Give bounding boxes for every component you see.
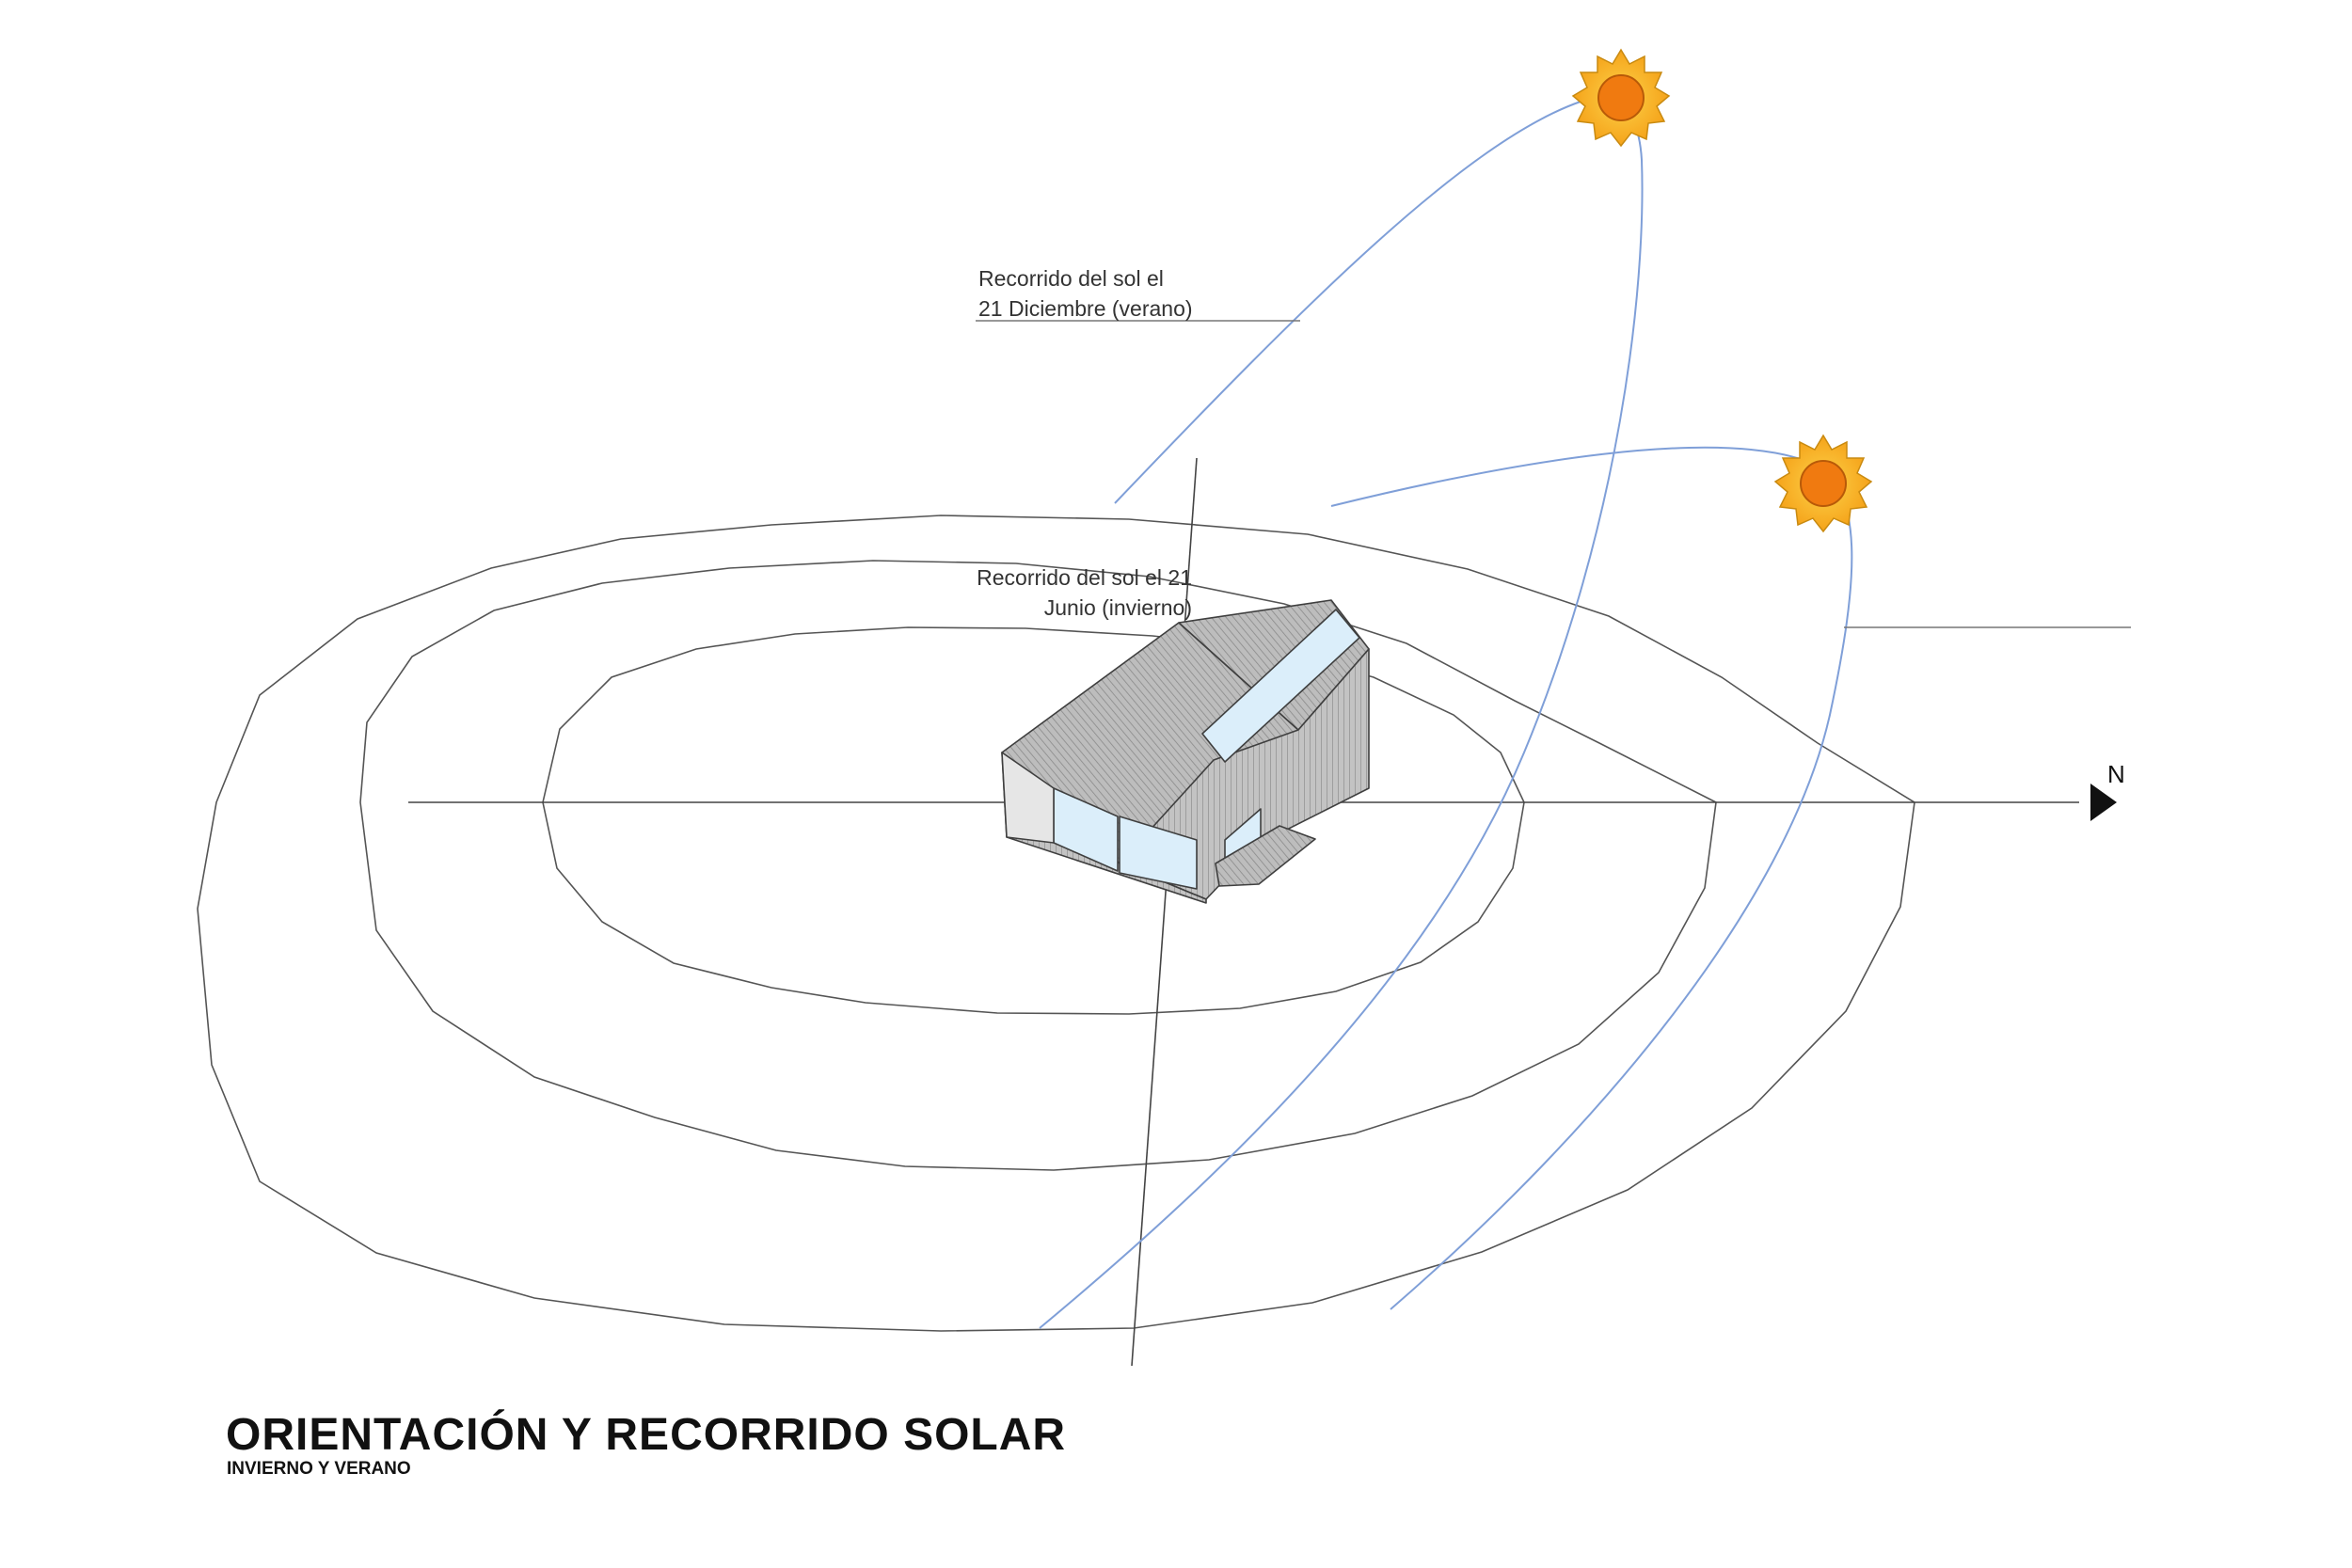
house-icon bbox=[1001, 599, 1370, 904]
label-june-line1: Recorrido del sol el 21 bbox=[977, 565, 1192, 590]
north-arrow-icon bbox=[2090, 784, 2117, 821]
house-skylight bbox=[1201, 609, 1360, 763]
diagram-subtitle: INVIERNO Y VERANO bbox=[227, 1459, 411, 1479]
sun-path-december bbox=[1039, 97, 1644, 1329]
label-sun-path-december: Recorrido del sol el 21 Diciembre (veran… bbox=[978, 263, 1193, 324]
label-june-line2: Junio (invierno) bbox=[1043, 595, 1192, 620]
label-december-line2: 21 Diciembre (verano) bbox=[978, 296, 1193, 321]
label-leaders bbox=[976, 320, 2131, 628]
house-porch-frame bbox=[1001, 752, 1055, 844]
ground-ring-outer bbox=[197, 515, 1915, 1332]
label-sun-path-june: Recorrido del sol el 21 Junio (invierno) bbox=[977, 562, 1192, 623]
orientation-axes bbox=[408, 457, 2079, 1367]
north-label: N bbox=[2107, 760, 2125, 788]
sun-paths bbox=[1039, 97, 1853, 1329]
sun-icon bbox=[1773, 434, 1873, 533]
label-december-line1: Recorrido del sol el bbox=[978, 266, 1164, 291]
ground-rings bbox=[197, 515, 1915, 1332]
sun-path-june bbox=[1330, 446, 1853, 1310]
house-deck bbox=[1215, 825, 1316, 887]
diagram-title: ORIENTACIÓN Y RECORRIDO SOLAR bbox=[226, 1410, 1067, 1460]
south-north-axis bbox=[1131, 457, 1198, 1367]
ground-ring-middle bbox=[359, 560, 1717, 1171]
house-window-right bbox=[1119, 816, 1198, 890]
sun-icon bbox=[1571, 48, 1671, 148]
